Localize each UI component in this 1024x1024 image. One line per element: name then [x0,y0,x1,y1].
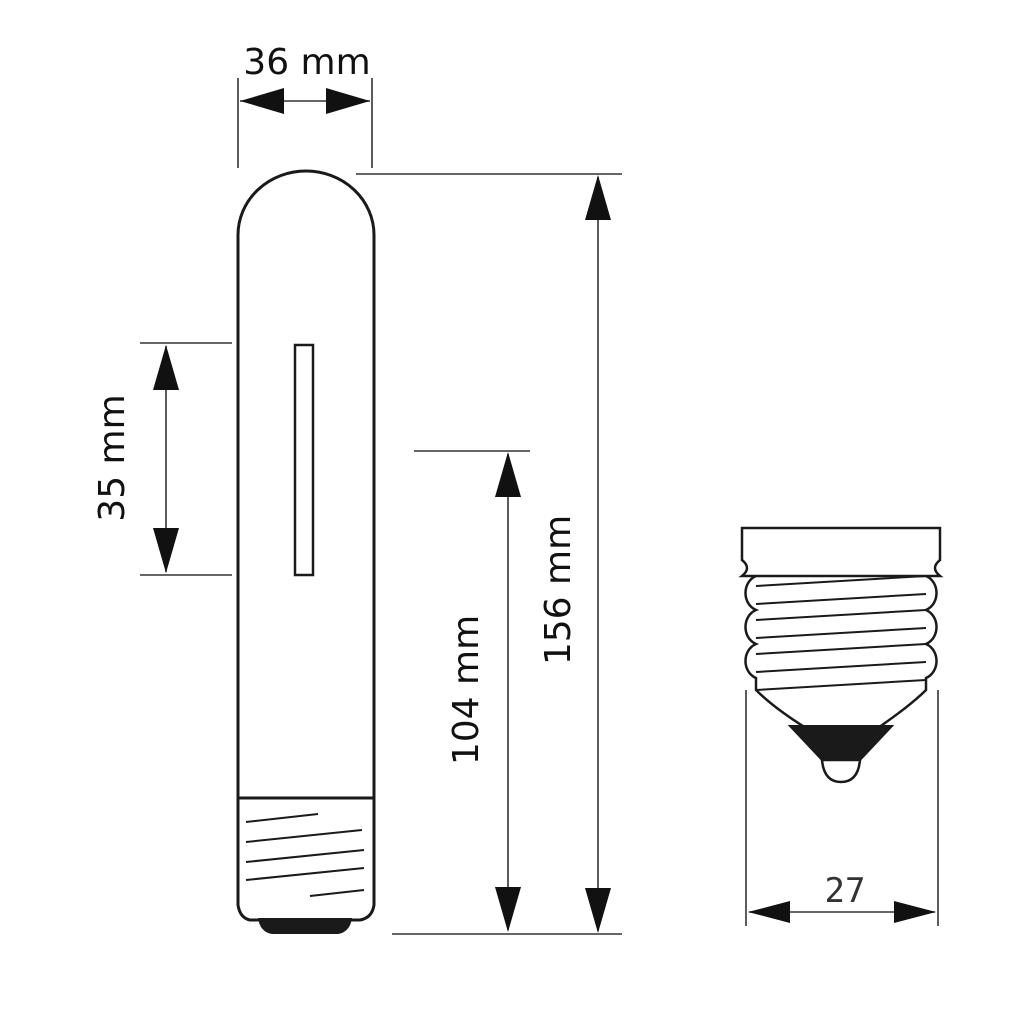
base-insulator [787,725,895,761]
arrowhead-top [585,175,611,220]
diameter-label: 36 mm [243,42,370,83]
base-contact-tip [820,758,862,784]
dimension-light-center: 104 mm [414,450,530,932]
lamp-base-threads [245,813,365,897]
arrowhead-left [240,88,284,114]
arrowhead-bottom [585,888,611,933]
arrowhead-right [326,88,370,114]
tubular-lamp [236,169,376,934]
dimension-overall-length: 156 mm [356,173,622,935]
lamp-base-contact [258,918,352,934]
dimension-arc-length: 35 mm [92,342,232,576]
arc-length-label: 35 mm [92,394,133,521]
base-cap [738,526,944,578]
arrowhead-bottom [495,887,521,932]
lamp-base-outline [236,796,376,922]
screw-base-detail [738,526,944,784]
arrowhead-top [153,345,179,390]
arrowhead-bottom [153,528,179,573]
overall-length-label: 156 mm [538,515,579,665]
arc-tube [293,343,315,577]
lamp-tube-outline [236,169,376,798]
base-diameter-label: 27 [825,871,866,911]
dimension-diameter: 36 mm [237,42,373,168]
base-thread-lines [755,575,927,691]
arrowhead-top [495,452,521,497]
light-center-label: 104 mm [446,615,487,765]
arrowhead-right [894,901,936,923]
arrowhead-left [748,901,790,923]
dimension-base-diameter: 27 [745,690,939,926]
